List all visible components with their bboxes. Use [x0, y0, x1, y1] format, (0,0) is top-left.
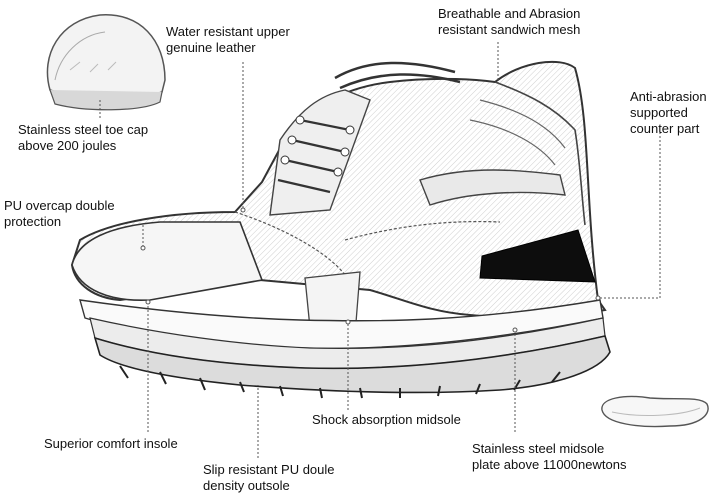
label-outsole: Slip resistant PU doule density outsole [203, 462, 335, 493]
label-steel-midsole: Stainless steel midsole plate above 1100… [472, 441, 627, 472]
midsole-plate-illustration [601, 395, 709, 428]
boot-shape [70, 60, 611, 399]
leader-anti-abrasion [598, 132, 661, 299]
label-comfort-insole: Superior comfort insole [44, 436, 178, 451]
label-pu-overcap: PU overcap double protection [4, 198, 115, 229]
toe-cap-illustration [46, 14, 166, 111]
label-shock: Shock absorption midsole [312, 412, 461, 427]
label-anti-abrasion: Anti-abrasion supported counter part [630, 89, 707, 136]
label-breathable: Breathable and Abrasion resistant sandwi… [438, 6, 581, 37]
leader-lines [99, 42, 661, 458]
label-toe-cap: Stainless steel toe cap above 200 joules [18, 122, 149, 153]
label-water-resistant: Water resistant upper genuine leather [166, 24, 290, 55]
